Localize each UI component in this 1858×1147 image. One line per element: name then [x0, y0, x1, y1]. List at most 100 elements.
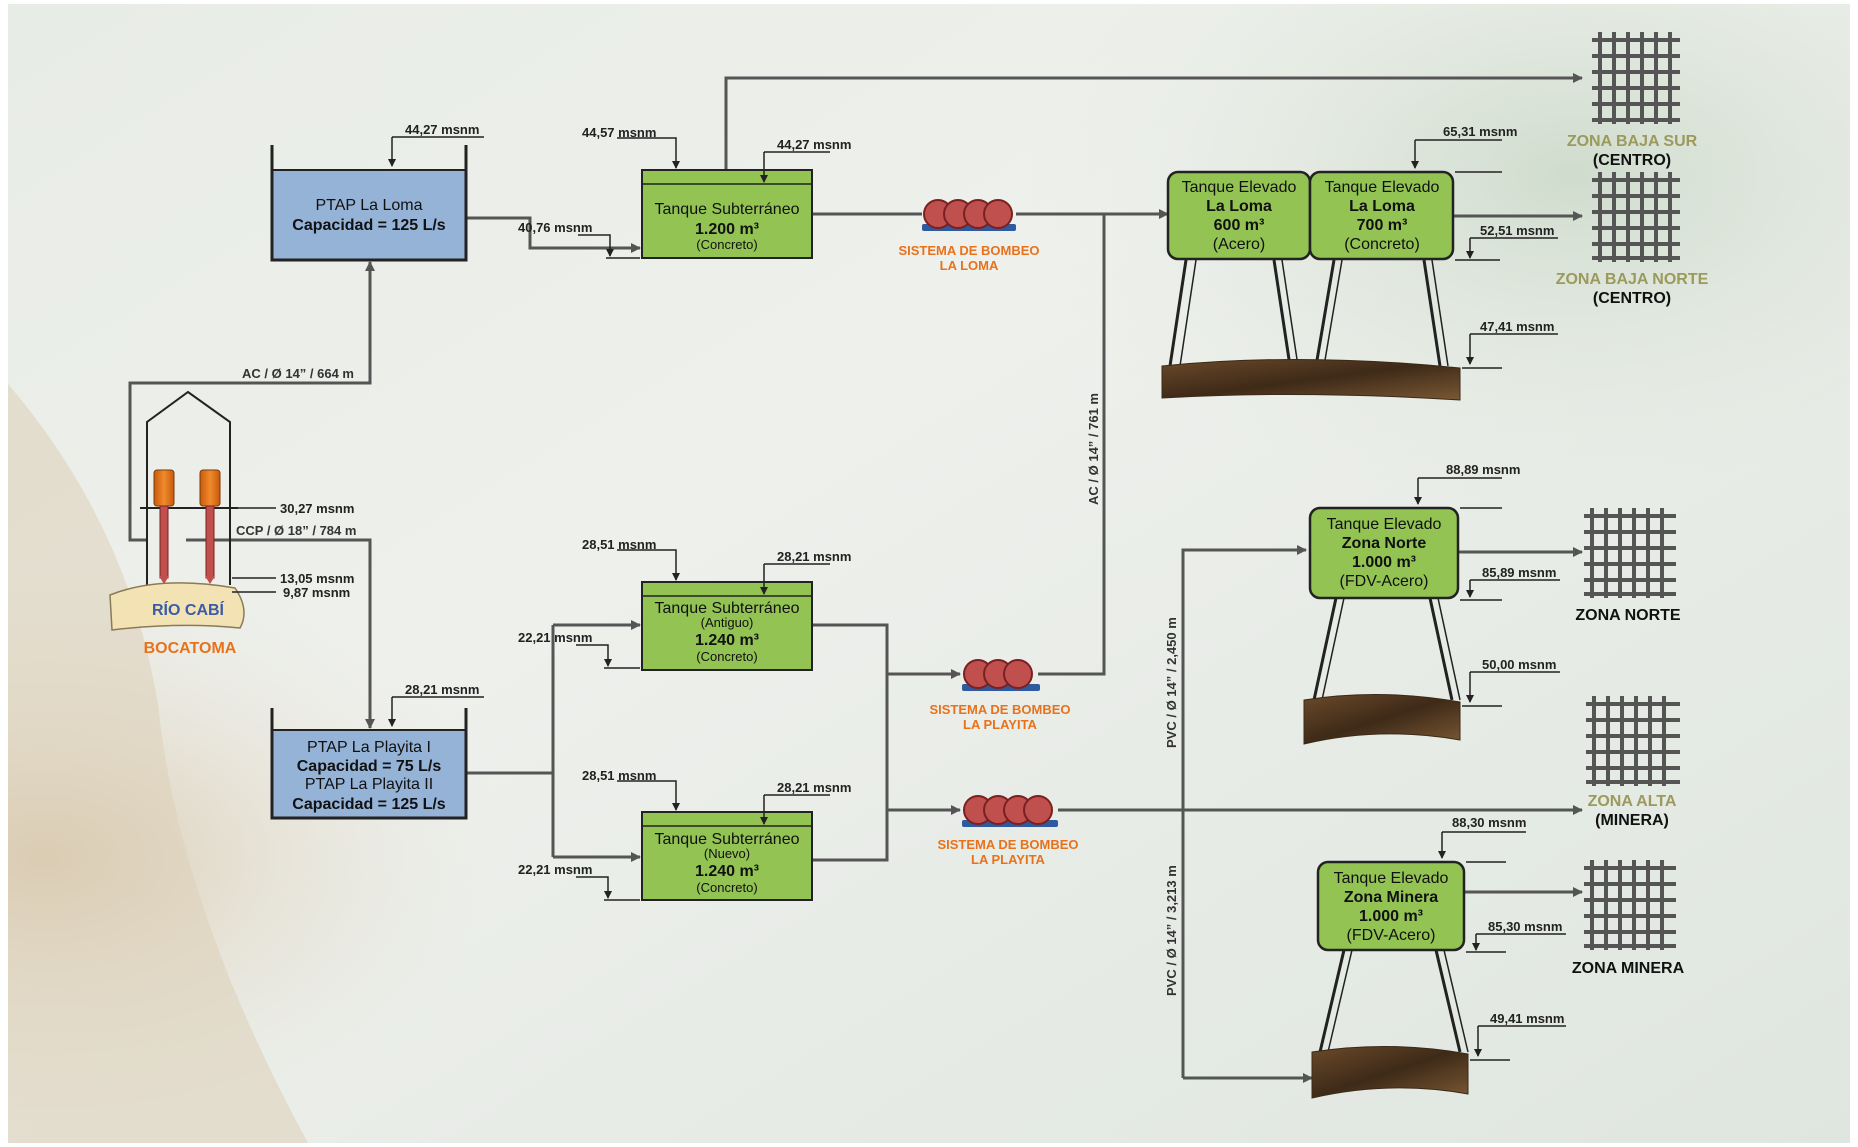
pipe-label-pvc-mine: PVC / Ø 14” / 3,213 m: [1164, 865, 1179, 996]
elevated-loma-concreto-box: [1308, 170, 1455, 261]
zone-baja-norte-label: ZONA BAJA NORTE: [1556, 271, 1709, 288]
pipe-antiguo-out: [812, 623, 889, 862]
elevated-norte-volume: 1.000 m³: [1352, 554, 1416, 571]
pump-playita-a-label-2: LA PLAYITA: [963, 717, 1038, 732]
pipe-label-to-loma: AC / Ø 14” / 664 m: [242, 366, 354, 381]
elev-nuevo-top: 28,21 msnm: [777, 780, 851, 795]
elevated-tower-norte: [1303, 597, 1461, 745]
elevated-norte-material: (FDV-Acero): [1340, 573, 1429, 590]
pipe-intake-to-playita: [186, 538, 375, 729]
elev-tank-loma-in: 44,57 msnm: [582, 125, 656, 140]
ptap-playita-title1: PTAP La Playita I: [307, 739, 431, 756]
ptap-loma-title: PTAP La Loma: [315, 197, 422, 214]
elev-intake-low: 9,87 msnm: [283, 585, 350, 600]
elev-nuevo-bottom: 22,21 msnm: [518, 862, 592, 877]
elevated-norte-box: [1308, 506, 1460, 600]
pump-la-loma-icon: [922, 199, 1016, 231]
elevated-minera-name: Zona Minera: [1344, 889, 1438, 906]
ptap-la-playita: [270, 708, 468, 820]
pipe-label-pvc-north: PVC / Ø 14” / 2,450 m: [1164, 617, 1179, 748]
elevated-loma-concreto-volume: 700 m³: [1357, 217, 1408, 234]
pipe-to-zona-norte: [1181, 545, 1307, 1078]
pump-playita-b-label-1: SISTEMA DE BOMBEO: [937, 837, 1078, 852]
tank-nuevo-title: Tanque Subterráneo: [655, 831, 800, 848]
elevated-minera-box: [1316, 860, 1466, 952]
elevated-tower-loma: [1161, 259, 1461, 401]
tank-loma-material: (Concreto): [696, 237, 757, 252]
elev-antiguo-bottom: 22,21 msnm: [518, 630, 592, 645]
elev-nuevo-in: 28,51 msnm: [582, 768, 656, 783]
tank-nuevo-sub: (Nuevo): [704, 846, 750, 861]
zone-alta-label: ZONA ALTA: [1588, 793, 1677, 810]
elevated-minera-material: (FDV-Acero): [1347, 927, 1436, 944]
elevated-minera-title: Tanque Elevado: [1334, 870, 1449, 887]
tank-underground-antiguo: [641, 581, 813, 671]
zone-baja-norte-sub: (CENTRO): [1593, 290, 1671, 307]
pipe-pump-a-to-loma: [1038, 214, 1106, 676]
elev-minera-out: 85,30 msnm: [1488, 919, 1562, 934]
elev-norte-top: 88,89 msnm: [1446, 462, 1520, 477]
elev-minera-top: 88,30 msnm: [1452, 815, 1526, 830]
elevated-loma-acero-material: (Acero): [1213, 236, 1265, 253]
bocatoma-structure: [109, 390, 276, 631]
pump-playita-b-label-2: LA PLAYITA: [971, 852, 1046, 867]
tank-loma-title: Tanque Subterráneo: [655, 201, 800, 218]
elev-antiguo-in: 28,51 msnm: [582, 537, 656, 552]
tank-antiguo-volume: 1.240 m³: [695, 632, 759, 649]
ptap-la-loma: [270, 145, 468, 262]
elev-antiguo-top: 28,21 msnm: [777, 549, 851, 564]
ptap-loma-capacity: Capacidad = 125 L/s: [292, 217, 446, 234]
elev-loma-out: 52,51 msnm: [1480, 223, 1554, 238]
pump-la-playita-a-icon: [962, 659, 1040, 691]
elevated-loma-concreto-name: La Loma: [1349, 198, 1415, 215]
elev-minera-ground: 49,41 msnm: [1490, 1011, 1564, 1026]
elev-loma-top: 65,31 msnm: [1443, 124, 1517, 139]
elev-tank-loma-top: 44,27 msnm: [777, 137, 851, 152]
pipe-loma-to-tank: [467, 216, 641, 253]
elev-loma-ground: 47,41 msnm: [1480, 319, 1554, 334]
elevated-loma-acero-name: La Loma: [1206, 198, 1272, 215]
tank-nuevo-volume: 1.240 m³: [695, 863, 759, 880]
elev-ptap-loma: 44,27 msnm: [405, 122, 479, 137]
tank-antiguo-material: (Concreto): [696, 649, 757, 664]
elev-tank-loma-bottom: 40,76 msnm: [518, 220, 592, 235]
tank-nuevo-material: (Concreto): [696, 880, 757, 895]
pump-la-playita-b-icon: [962, 795, 1058, 827]
ptap-playita-capacity1: Capacidad = 75 L/s: [297, 758, 442, 775]
tank-underground-loma: [641, 169, 813, 259]
zone-baja-sur-label: ZONA BAJA SUR: [1567, 133, 1698, 150]
zone-baja-sur-sub: (CENTRO): [1593, 152, 1671, 169]
river-label: RÍO CABÍ: [152, 600, 225, 619]
zone-alta-sub: (MINERA): [1595, 812, 1669, 829]
tank-underground-nuevo: [641, 811, 813, 901]
zone-norte-label: ZONA NORTE: [1575, 607, 1681, 624]
zone-baja-norte-grid-icon: [1592, 172, 1680, 262]
tank-antiguo-sub: (Antiguo): [701, 615, 754, 630]
elevated-norte-name: Zona Norte: [1342, 535, 1427, 552]
pipe-tank-loma-to-baja-sur: [724, 73, 1583, 170]
zone-alta-grid-icon: [1586, 696, 1680, 786]
pump-playita-a-label-1: SISTEMA DE BOMBEO: [929, 702, 1070, 717]
tank-antiguo-title: Tanque Subterráneo: [655, 600, 800, 617]
elevated-loma-acero-volume: 600 m³: [1214, 217, 1265, 234]
zone-minera-label: ZONA MINERA: [1572, 960, 1685, 977]
ptap-playita-title2: PTAP La Playita II: [305, 776, 433, 793]
elevated-loma-concreto-material: (Concreto): [1344, 236, 1420, 253]
elevated-minera-volume: 1.000 m³: [1359, 908, 1423, 925]
pipe-label-vertical-ac: AC / Ø 14” / 761 m: [1086, 393, 1101, 505]
elevated-loma-concreto-title: Tanque Elevado: [1325, 179, 1440, 196]
pump-loma-label-2: LA LOMA: [940, 258, 999, 273]
elev-norte-out: 85,89 msnm: [1482, 565, 1556, 580]
zone-norte-grid-icon: [1584, 508, 1676, 598]
elev-norte-ground: 50,00 msnm: [1482, 657, 1556, 672]
pipe-label-to-playita: CCP / Ø 18” / 784 m: [236, 523, 356, 538]
elevated-loma-acero-title: Tanque Elevado: [1182, 179, 1297, 196]
elevated-tower-minera: [1311, 949, 1469, 1099]
zone-baja-sur-grid-icon: [1592, 32, 1680, 124]
ptap-playita-capacity2: Capacidad = 125 L/s: [292, 796, 446, 813]
pump-loma-label-1: SISTEMA DE BOMBEO: [898, 243, 1039, 258]
elev-intake-mid: 13,05 msnm: [280, 571, 354, 586]
zone-minera-grid-icon: [1584, 860, 1676, 950]
